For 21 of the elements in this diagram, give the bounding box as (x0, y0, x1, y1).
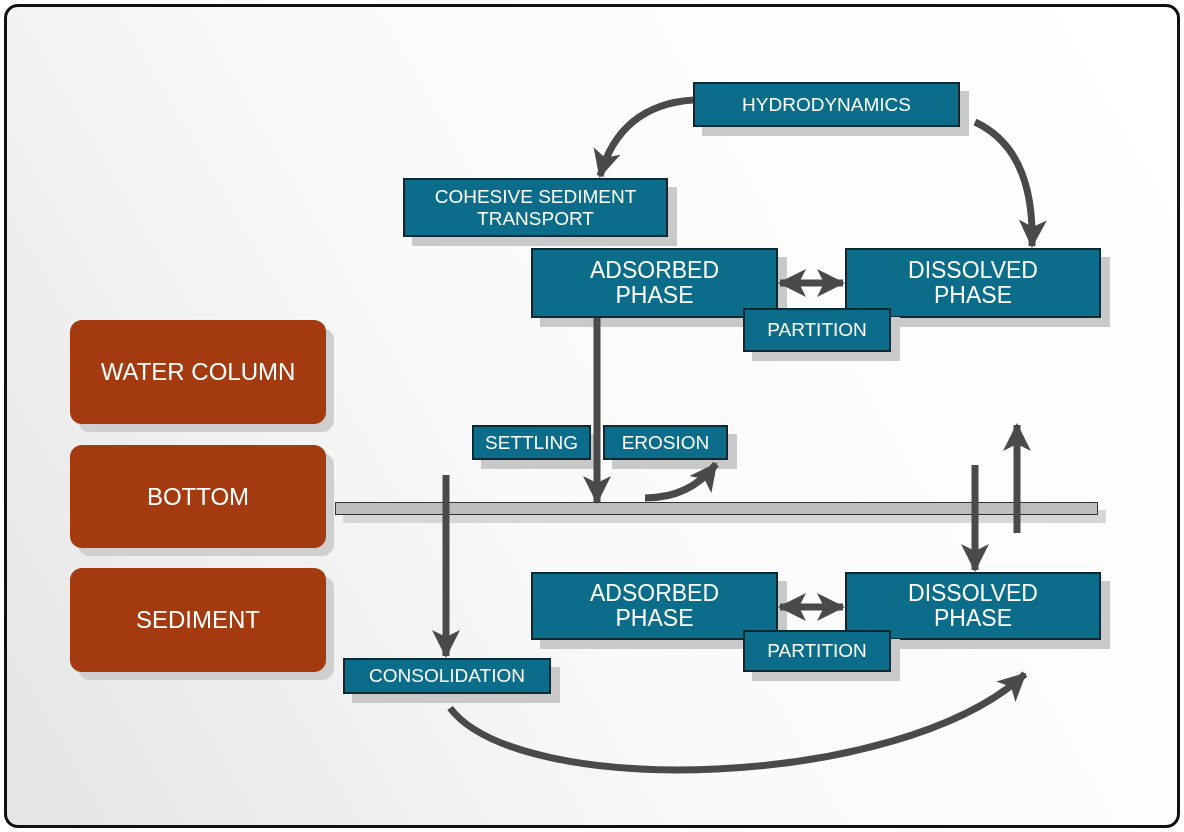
box-label: PARTITION (767, 319, 867, 341)
box-label: BOTTOM (146, 482, 250, 511)
arrow (778, 593, 845, 621)
box-label: DISSOLVED PHASE (907, 257, 1039, 309)
box-label: SEDIMENT (136, 606, 260, 634)
box-label: DISSOLVED PHASE (907, 580, 1039, 632)
arrow (778, 269, 845, 297)
box-label: PARTITION (767, 640, 867, 662)
box-label: ADSORBED PHASE (588, 257, 721, 309)
arrow (973, 118, 1047, 248)
box-label: COHESIVE SEDIMENT TRANSPORT (433, 185, 638, 230)
arrow (447, 671, 1028, 774)
box-label: CONSOLIDATION (369, 665, 525, 687)
arrow (583, 318, 611, 504)
box-label: WATER COLUMN (100, 358, 296, 386)
arrow (644, 461, 719, 502)
box-label: ADSORBED PHASE (588, 580, 721, 632)
box-label: SETTLING (485, 431, 578, 454)
arrow (594, 96, 694, 178)
box-label: EROSION (621, 431, 710, 454)
box-label: HYDRODYNAMICS (742, 93, 911, 116)
